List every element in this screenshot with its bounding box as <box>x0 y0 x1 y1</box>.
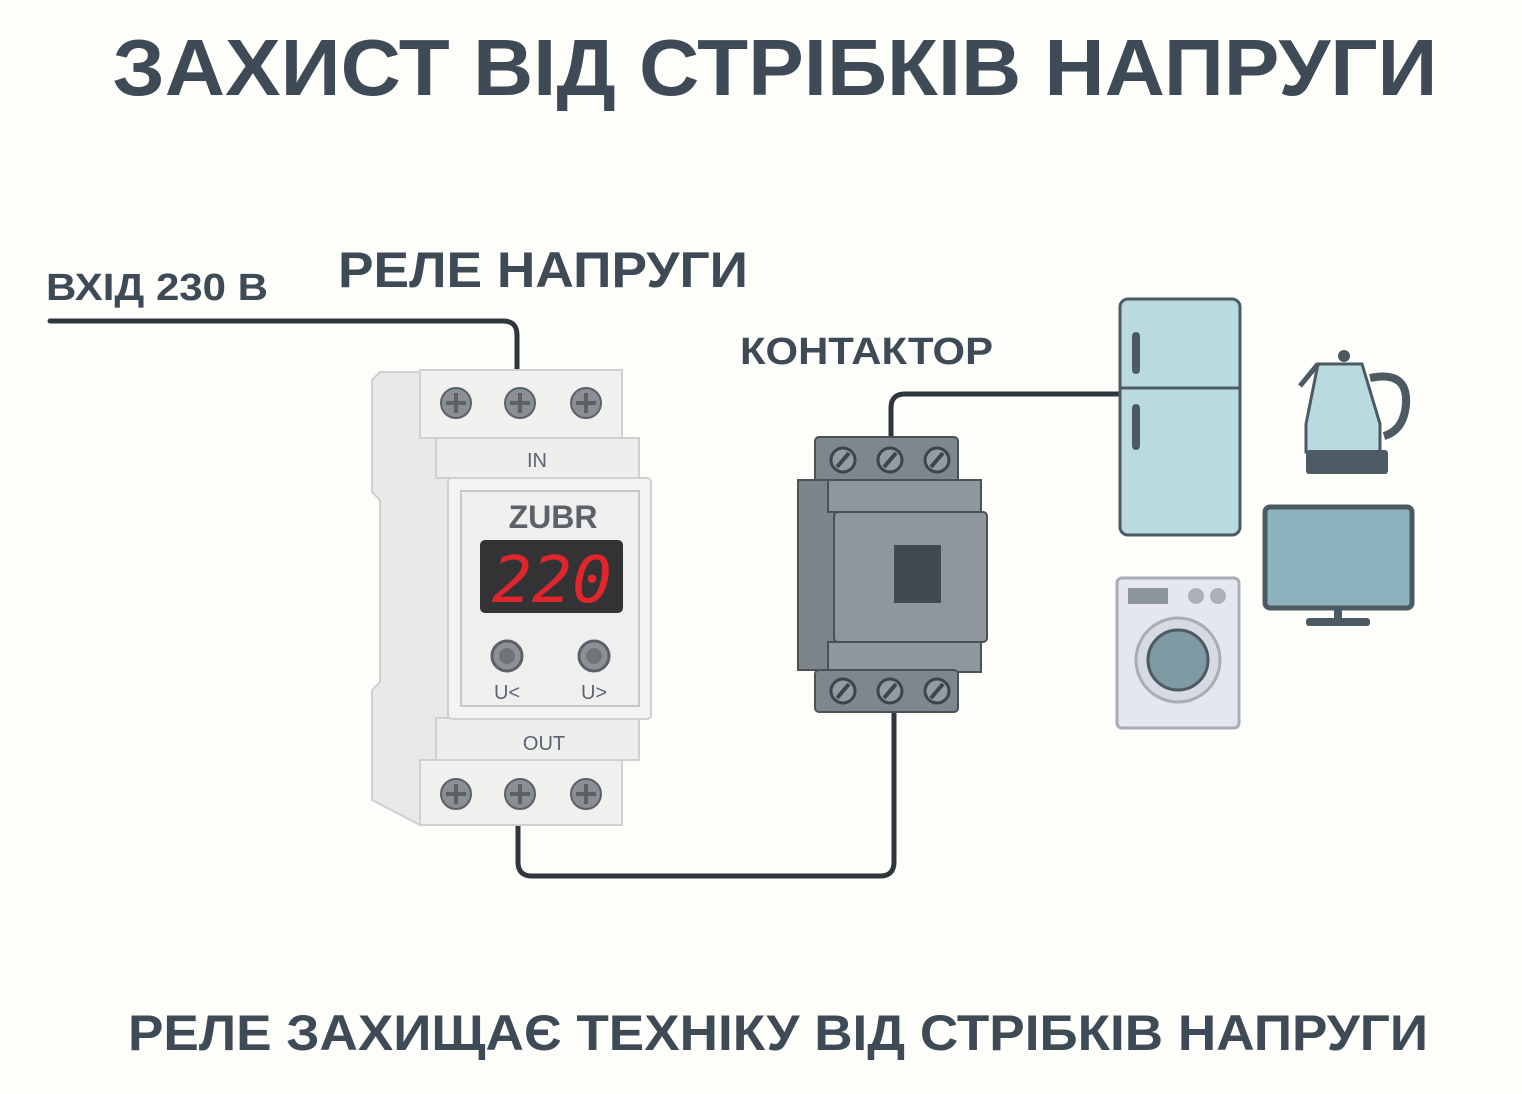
relay-to-contactor-wire <box>515 707 897 879</box>
contactor-to-appliances-wire <box>888 391 1125 439</box>
relay-in-label: IN <box>527 450 547 472</box>
knob-high-label: U> <box>581 682 607 704</box>
kettle-icon <box>1298 350 1411 474</box>
relay-out-label: OUT <box>523 733 565 755</box>
voltage-relay: IN OUT ZUBR 220 U< U> <box>371 369 652 826</box>
contactor <box>797 436 988 713</box>
tv-icon <box>1262 504 1415 626</box>
washing-machine-icon <box>1115 576 1241 730</box>
contactor-label: КОНТАКТОР <box>740 331 993 373</box>
input-label: ВХІД 230 В <box>46 267 268 309</box>
relay-brand: ZUBR <box>509 499 598 535</box>
relay-display-value: 220 <box>492 544 612 618</box>
bottom-caption: РЕЛЕ ЗАХИЩАЄ ТЕХНІКУ ВІД СТРІБКІВ НАПРУГ… <box>128 1005 1428 1061</box>
input-wire <box>47 318 520 373</box>
page-title: ЗАХИСТ ВІД СТРІБКІВ НАПРУГИ <box>113 23 1438 112</box>
relay-display <box>480 540 623 613</box>
relay-label: РЕЛЕ НАПРУГИ <box>338 242 748 298</box>
knob-low-label: U< <box>494 682 520 704</box>
wires <box>47 318 1125 879</box>
screw-cross-icons <box>446 393 596 804</box>
fridge-icon <box>1118 297 1242 537</box>
